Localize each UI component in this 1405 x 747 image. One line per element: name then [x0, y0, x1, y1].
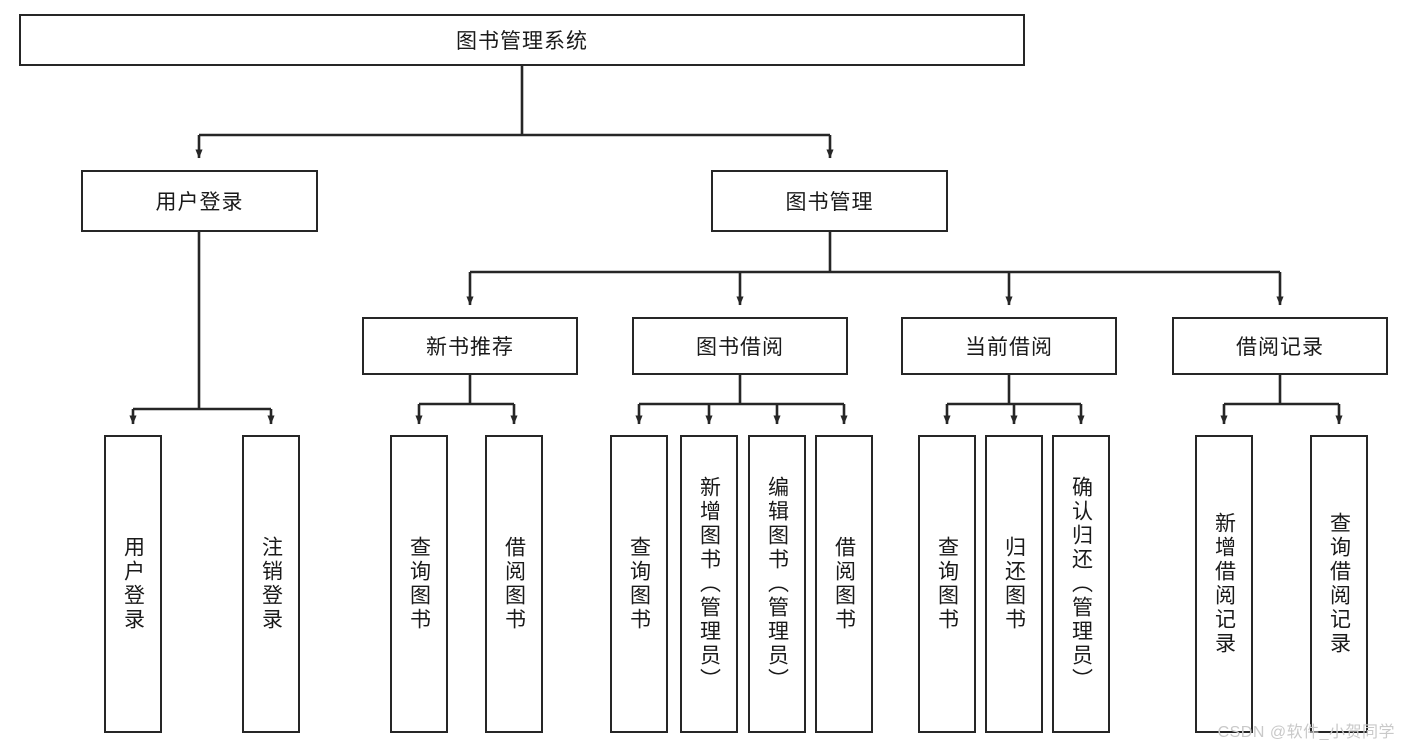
leaf-node[interactable]: 查询图书 [610, 435, 668, 733]
node-borrow-record-label: 借阅记录 [1236, 336, 1324, 359]
leaf-node-label: 用户登录 [121, 536, 145, 632]
leaf-node[interactable]: 编辑图书（管理员） [748, 435, 806, 733]
leaf-node-label: 归还图书 [1002, 536, 1026, 632]
node-book-borrow[interactable]: 图书借阅 [632, 317, 848, 375]
leaf-node[interactable]: 查询图书 [390, 435, 448, 733]
leaf-node[interactable]: 新增借阅记录 [1195, 435, 1253, 733]
leaf-node[interactable]: 借阅图书 [815, 435, 873, 733]
node-book-borrow-label: 图书借阅 [696, 336, 784, 359]
node-current-borrow-label: 当前借阅 [965, 336, 1053, 359]
leaf-node[interactable]: 新增图书（管理员） [680, 435, 738, 733]
leaf-node-label: 查询图书 [627, 536, 651, 632]
node-new-book-recommend-label: 新书推荐 [426, 336, 514, 359]
leaf-node-label: 借阅图书 [502, 536, 526, 632]
leaf-node-label: 查询借阅记录 [1327, 512, 1351, 656]
node-book-management[interactable]: 图书管理 [711, 170, 948, 232]
leaf-node[interactable]: 借阅图书 [485, 435, 543, 733]
leaf-node[interactable]: 归还图书 [985, 435, 1043, 733]
leaf-node-label: 注销登录 [259, 536, 283, 632]
node-root-label: 图书管理系统 [456, 30, 588, 53]
leaf-node-label: 查询图书 [407, 536, 431, 632]
leaf-node-label: 编辑图书（管理员） [765, 476, 789, 692]
leaf-node-label: 新增图书（管理员） [697, 476, 721, 692]
leaf-node[interactable]: 注销登录 [242, 435, 300, 733]
leaf-node-label: 新增借阅记录 [1212, 512, 1236, 656]
leaf-node-label: 确认归还（管理员） [1069, 476, 1093, 692]
leaf-node[interactable]: 查询借阅记录 [1310, 435, 1368, 733]
node-new-book-recommend[interactable]: 新书推荐 [362, 317, 578, 375]
leaf-node[interactable]: 查询图书 [918, 435, 976, 733]
leaf-node[interactable]: 确认归还（管理员） [1052, 435, 1110, 733]
leaf-node-label: 借阅图书 [832, 536, 856, 632]
node-root[interactable]: 图书管理系统 [19, 14, 1025, 66]
node-current-borrow[interactable]: 当前借阅 [901, 317, 1117, 375]
node-user-login[interactable]: 用户登录 [81, 170, 318, 232]
node-borrow-record[interactable]: 借阅记录 [1172, 317, 1388, 375]
leaf-node-label: 查询图书 [935, 536, 959, 632]
node-book-management-label: 图书管理 [785, 191, 874, 214]
leaf-node[interactable]: 用户登录 [104, 435, 162, 733]
node-user-login-label: 用户登录 [155, 191, 244, 214]
